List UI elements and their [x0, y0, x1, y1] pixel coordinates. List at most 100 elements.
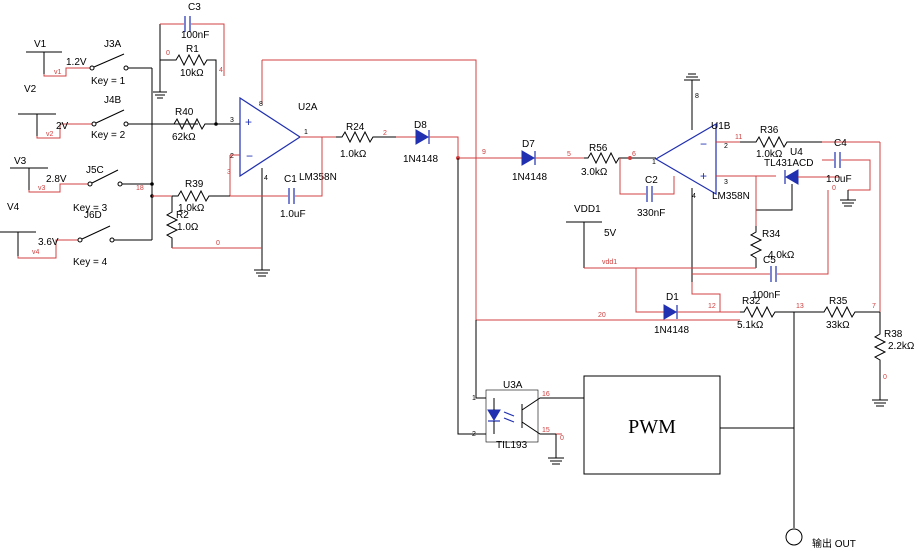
c4-value: 1.0uF [826, 174, 852, 185]
r36-ref: R36 [760, 125, 779, 136]
u4-part: TL431ACD [764, 158, 813, 169]
r32-value: 5.1kΩ [737, 320, 764, 331]
u4-ref: U4 [790, 147, 803, 158]
resistor-r40: R40 62kΩ [164, 107, 240, 143]
node-18-label: 18 [136, 185, 144, 192]
c5-value: 100nF [752, 290, 780, 301]
u1b-minus-sign: − [700, 137, 707, 151]
v3-value: 2.8V [46, 174, 67, 185]
r35-ref: R35 [829, 296, 848, 307]
vdd1-ref: VDD1 [574, 204, 601, 215]
u1b-plus-sign: + [700, 169, 707, 183]
j6d-key: Key = 4 [73, 257, 108, 268]
v4-ref: V4 [7, 202, 20, 213]
u1b-ref: U1B [711, 121, 731, 132]
node-0-r38-label: 0 [883, 374, 887, 381]
j5c-key: Key = 3 [73, 203, 108, 214]
j4b-ref: J4B [104, 95, 122, 106]
u2a-pin-8: 8 [259, 101, 263, 108]
switch-j3a: J3A Key = 1 [89, 39, 152, 87]
node-4-label: 4 [219, 67, 223, 74]
r40-ref: R40 [175, 107, 194, 118]
switch-j6d: J6D Key = 4 [73, 210, 152, 268]
ground-u2a [254, 269, 270, 277]
node-2-label: 2 [383, 130, 387, 137]
node-20-label: 20 [598, 312, 606, 319]
r38-value: 2.2kΩ [888, 341, 914, 352]
u1b-pin-3: 3 [724, 179, 728, 186]
r32-ref: R32 [742, 296, 761, 307]
u2a-pin-3: 3 [230, 117, 234, 124]
c3-value: 100nF [181, 30, 209, 41]
ground-u1b-top [684, 73, 700, 94]
switch-j5c: J5C Key = 3 [73, 165, 152, 214]
r24-ref: R24 [346, 122, 365, 133]
r34-value: 4.0kΩ [768, 250, 795, 261]
u1b-pin-8: 8 [695, 93, 699, 100]
u2a-ref: U2A [298, 102, 318, 113]
r39-ref: R39 [185, 179, 204, 190]
d8-ref: D8 [414, 120, 427, 131]
j6d-ref: J6D [84, 210, 102, 221]
r1-ref: R1 [186, 44, 199, 55]
u3a-part: TIL193 [496, 440, 528, 451]
resistor-r24: R24 1.0kΩ 2 [300, 122, 396, 160]
r2-ref: R2 [176, 210, 189, 221]
resistor-r32: R32 5.1kΩ 13 [737, 296, 820, 331]
u1b-pin-2: 2 [724, 143, 728, 150]
r40-value: 62kΩ [172, 132, 196, 143]
source-v3: V3 2.8V v3 [10, 156, 88, 193]
r24-value: 1.0kΩ [340, 149, 367, 160]
v1-node: v1 [54, 69, 62, 76]
u2a-pin-1: 1 [304, 129, 308, 136]
source-v1: V1 1.2V v1 [26, 39, 90, 77]
diode-d8: D8 1N4148 [396, 120, 459, 165]
pwm-label: PWM [628, 416, 676, 438]
u2a-pin-2: 2 [230, 153, 234, 160]
node-5-label: 5 [567, 151, 571, 158]
u2a-plus-sign: + [245, 115, 252, 129]
r36-value: 1.0kΩ [756, 149, 783, 160]
source-v2: V2 2V v2 [18, 84, 92, 139]
v3-node: v3 [38, 185, 46, 192]
output-terminal: 输出 OUT [785, 528, 856, 549]
resistor-r39: R39 1.0kΩ 3 [172, 154, 240, 214]
r56-value: 3.0kΩ [581, 167, 608, 178]
vdd1-node: vdd1 [602, 259, 617, 266]
u1b-pin-4: 4 [692, 193, 696, 200]
ground-left: 0 [153, 24, 170, 99]
c5-ref: C5 [763, 255, 776, 266]
r34-ref: R34 [762, 229, 781, 240]
u2a-part: LM358N [299, 172, 337, 183]
node-11-label: 11 [735, 134, 742, 141]
node-0-left-label: 0 [216, 240, 220, 247]
node-13-label: 13 [796, 303, 804, 310]
capacitor-c5: C5 100nF [692, 190, 829, 301]
capacitor-c1: C1 1.0uF [230, 137, 323, 220]
opamp-u2a: + − 3 2 8 4 1 U2A LM358N [230, 60, 337, 270]
capacitor-c4: C4 1.0uF [822, 138, 880, 191]
u1b-part: LM358N [712, 191, 750, 202]
c2-ref: C2 [645, 175, 658, 186]
node-15-label: 15 [542, 427, 550, 434]
v2-node: v2 [46, 131, 54, 138]
node-9-label: 9 [482, 149, 486, 156]
opamp-u1b: − + 1 2 3 8 4 U1B LM358N [652, 93, 750, 282]
zener-u4: U4 TL431ACD 0 [716, 147, 840, 211]
node-0-right-label: 0 [832, 185, 836, 192]
vdd1-source: VDD1 5V vdd1 [566, 204, 617, 268]
c4-ref: C4 [834, 138, 847, 149]
node-0-top-label: 0 [166, 50, 170, 57]
v3-ref: V3 [14, 156, 27, 167]
vdd1-value: 5V [604, 228, 617, 239]
j5c-ref: J5C [86, 165, 104, 176]
node-16-label: 16 [542, 391, 550, 398]
source-v4: V4 3.6V v4 [0, 202, 78, 259]
c3-ref: C3 [188, 2, 201, 13]
resistor-r2: R2 1.0Ω 0 [152, 195, 262, 249]
d7-part: 1N4148 [512, 172, 547, 183]
ground-c4 [840, 190, 856, 207]
v2-ref: V2 [24, 84, 37, 95]
diode-d7: D7 1N4148 5 [512, 139, 584, 183]
